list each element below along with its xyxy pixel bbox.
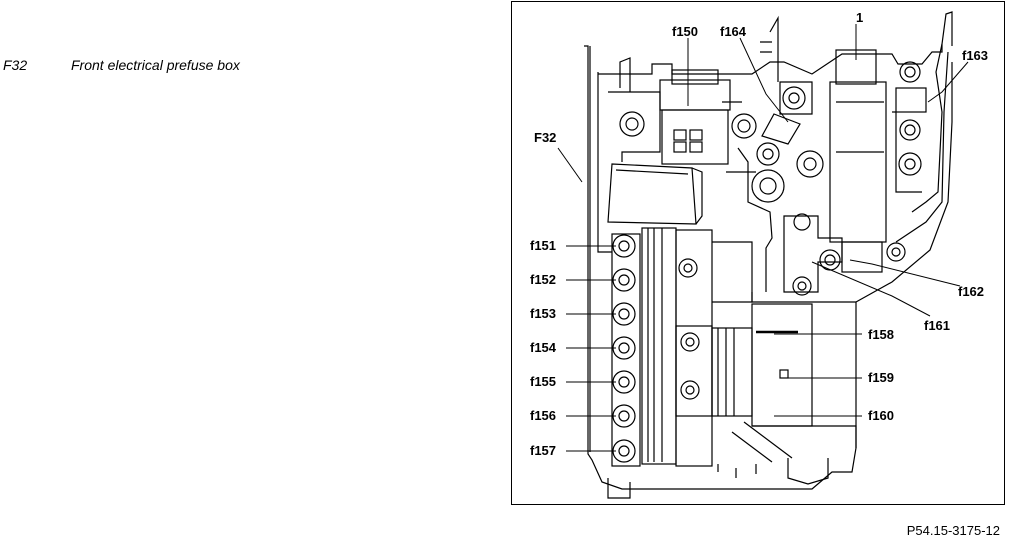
figure-reference: P54.15-3175-12 [906,523,1000,538]
diagram-frame: f150 f164 1 f163 F32 f151 f152 f153 f154… [511,1,1005,505]
label-f161: f161 [924,318,950,333]
label-f163: f163 [962,48,988,63]
label-1: 1 [856,10,863,25]
legend-description: Front electrical prefuse box [71,57,240,73]
prefuse-box-drawing: f150 f164 1 f163 F32 f151 f152 f153 f154… [530,10,988,499]
label-f162: f162 [958,284,984,299]
label-f154: f154 [530,340,557,355]
fuse-terminals [612,234,636,463]
label-f153: f153 [530,306,556,321]
label-f151: f151 [530,238,556,253]
label-f160: f160 [868,408,894,423]
label-f164: f164 [720,24,747,39]
label-f157: f157 [530,443,556,458]
label-f159: f159 [868,370,894,385]
label-f158: f158 [868,327,894,342]
legend-code: F32 [3,57,28,73]
label-f156: f156 [530,408,556,423]
label-f150: f150 [672,24,698,39]
label-F32: F32 [534,130,556,145]
label-f152: f152 [530,272,556,287]
label-f155: f155 [530,374,556,389]
